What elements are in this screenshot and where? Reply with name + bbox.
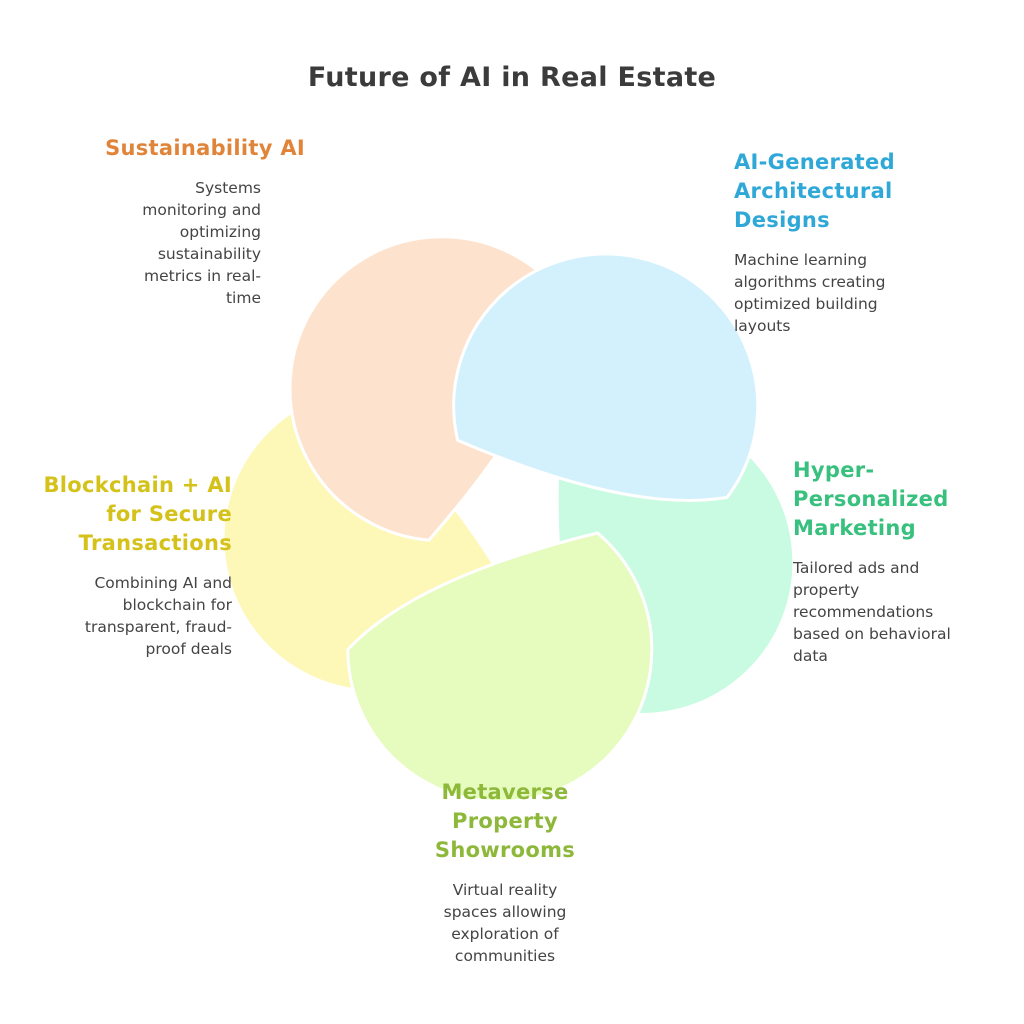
item-blockchain-title: Blockchain + AI for Secure Transactions — [43, 473, 232, 555]
item-marketing-desc: Tailored ads and property recommendation… — [793, 559, 951, 665]
item-metaverse-title: Metaverse Property Showrooms — [434, 780, 576, 862]
petal-architectural — [452, 252, 760, 502]
item-sustainability-desc: Systems monitoring and optimizing sustai… — [142, 179, 261, 307]
item-metaverse-desc: Virtual reality spaces allowing explorat… — [443, 881, 567, 965]
item-architectural: AI-Generated Architectural Designs Machi… — [734, 148, 934, 337]
petal-metaverse — [346, 531, 654, 803]
item-architectural-desc: Machine learning algorithms creating opt… — [734, 251, 886, 335]
item-marketing: Hyper-Personalized Marketing Tailored ad… — [793, 456, 983, 667]
item-blockchain-desc: Combining AI and blockchain for transpar… — [84, 574, 232, 658]
item-sustainability-title: Sustainability AI — [105, 136, 305, 160]
item-architectural-title: AI-Generated Architectural Designs — [734, 150, 895, 232]
item-blockchain: Blockchain + AI for Secure Transactions … — [40, 471, 232, 660]
item-metaverse: Metaverse Property Showrooms Virtual rea… — [402, 778, 608, 967]
item-sustainability: Sustainability AI Systems monitoring and… — [100, 134, 305, 309]
item-marketing-title: Hyper-Personalized Marketing — [793, 458, 949, 540]
diagram-title: Future of AI in Real Estate — [307, 62, 717, 93]
